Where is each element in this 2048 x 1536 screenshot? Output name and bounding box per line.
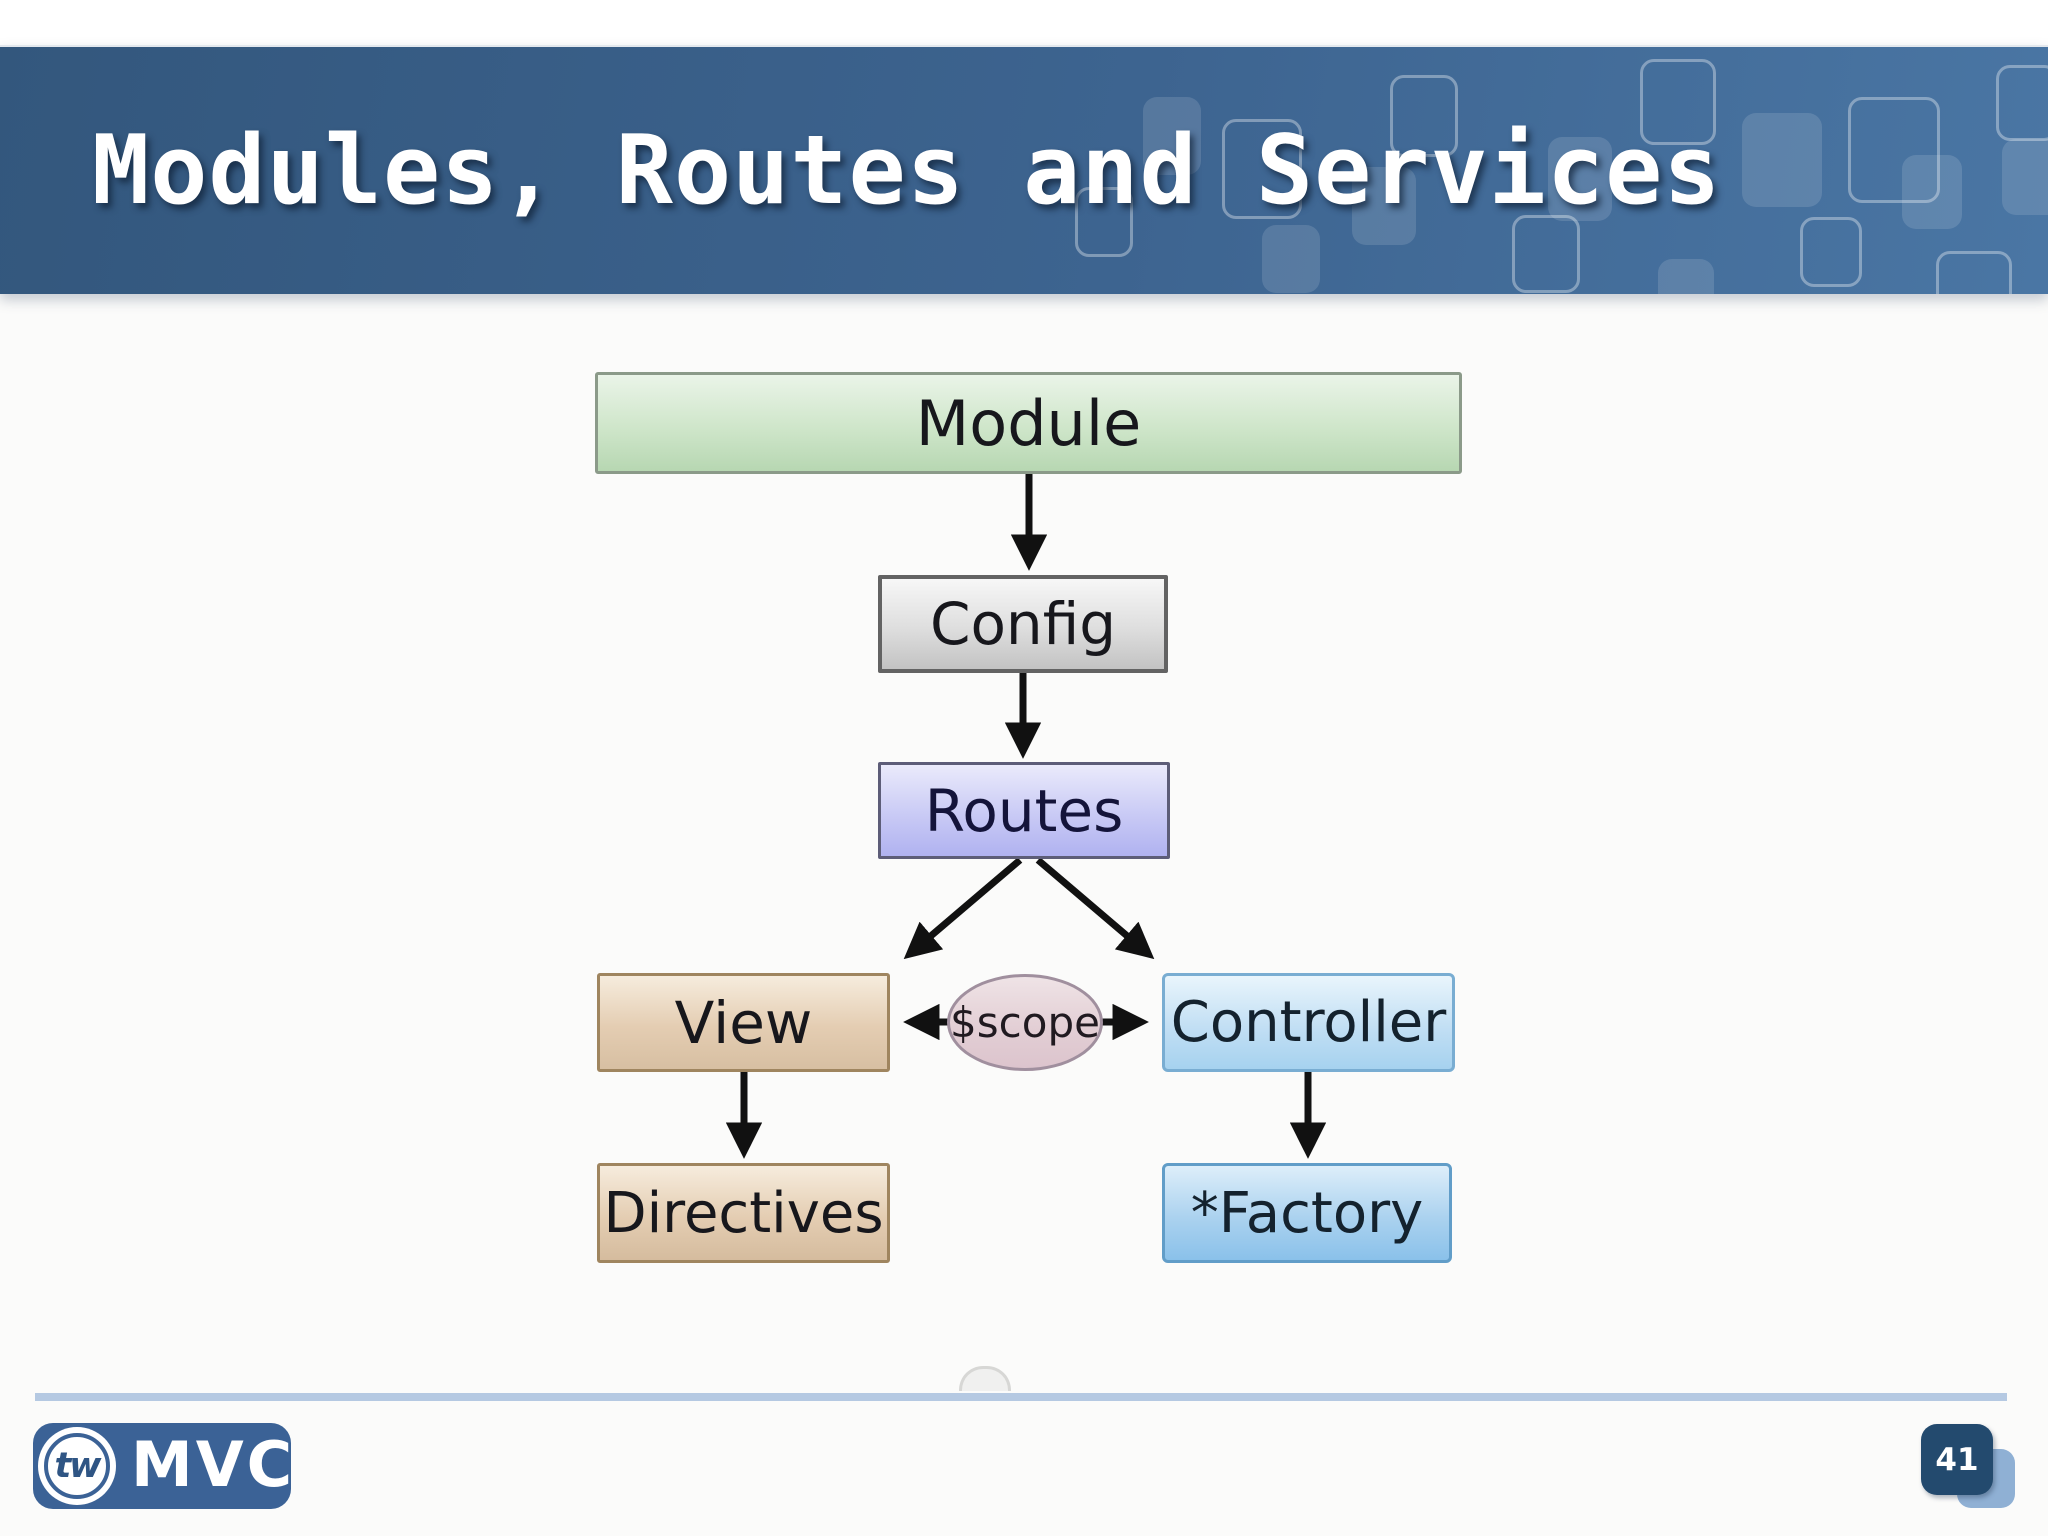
decor-square [1658,259,1714,294]
decor-square [1143,97,1201,175]
node-config: Config [878,575,1168,673]
decor-square [1075,187,1133,257]
decor-square [1262,225,1320,293]
decor-square [1390,75,1458,157]
arrow-routes-view [903,857,1023,960]
node-directives-label: Directives [603,1180,884,1246]
top-strip [0,0,2048,45]
logo-tw-text: tw [54,1446,101,1486]
node-controller: Controller [1162,973,1455,1072]
node-module: Module [595,372,1462,474]
node-module-label: Module [915,386,1142,460]
node-directives: Directives [597,1163,890,1263]
decor-square [1640,59,1716,145]
node-routes-label: Routes [924,776,1124,845]
slide-title-banner: Modules, Routes and Services [0,45,2048,294]
decor-square [1996,65,2048,141]
decor-square [1512,215,1580,293]
decor-square [1848,97,1940,203]
decor-square [1352,167,1416,245]
dome-artifact [959,1366,1011,1391]
node-view-label: View [674,988,813,1057]
decor-square [1548,137,1612,221]
page-title: Modules, Routes and Services [92,115,1722,226]
footer-divider [35,1393,2007,1401]
node-config-label: Config [929,590,1117,658]
node-routes: Routes [878,762,1170,859]
node-view: View [597,973,890,1072]
decor-square [1800,217,1862,287]
node-scope-label: $scope [950,998,1100,1047]
decor-square [1222,119,1302,219]
node-factory: *Factory [1162,1163,1452,1263]
logo-mvc-text: MVC [131,1428,296,1502]
page-number: 41 [1935,1441,1979,1478]
decor-square [1902,155,1962,229]
logo-tw-badge: tw [38,1427,116,1505]
decor-square [1936,251,2012,294]
node-factory-label: *Factory [1190,1180,1424,1246]
twmvc-logo: tw MVC [33,1423,292,1509]
decor-square [1742,113,1822,207]
arrow-routes-controller [1035,857,1155,960]
node-scope: $scope [947,974,1103,1071]
page-number-badge: 41 [1921,1424,1993,1495]
node-controller-label: Controller [1170,990,1447,1055]
decor-square [2002,139,2048,215]
